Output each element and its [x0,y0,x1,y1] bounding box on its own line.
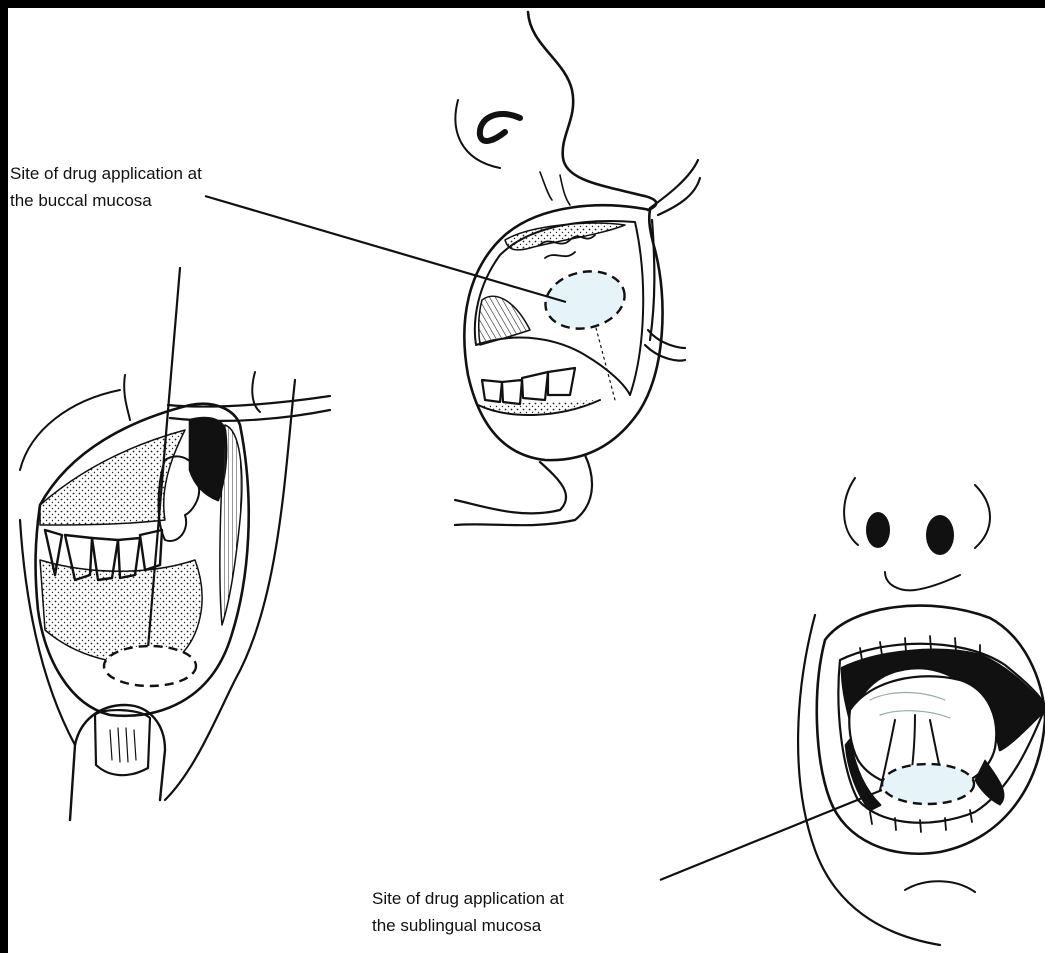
nostril-right [926,515,954,555]
buccal-mouth-illustration [455,12,700,525]
labial-mouth-illustration [20,268,330,820]
nose-profile [528,12,656,210]
lower-teeth [482,368,575,404]
sublingual-application-site [882,764,974,804]
nostril-left [866,512,890,548]
label-buccal: Site of drug application at the buccal m… [10,160,202,214]
label-sublingual-line2: the sublingual mucosa [372,912,564,939]
nostril [480,114,520,141]
label-buccal-line2: the buccal mucosa [10,187,202,214]
labial-application-site [104,646,196,686]
label-buccal-line1: Site of drug application at [10,160,202,187]
sublingual-mouth-illustration [798,478,1045,945]
label-sublingual: Site of drug application at the sublingu… [372,885,564,939]
sublingual-leader-line [660,790,882,880]
lip-retractor [168,396,330,421]
cheek-retractor [650,160,700,215]
label-sublingual-line1: Site of drug application at [372,885,564,912]
buccal-application-site [540,264,630,335]
